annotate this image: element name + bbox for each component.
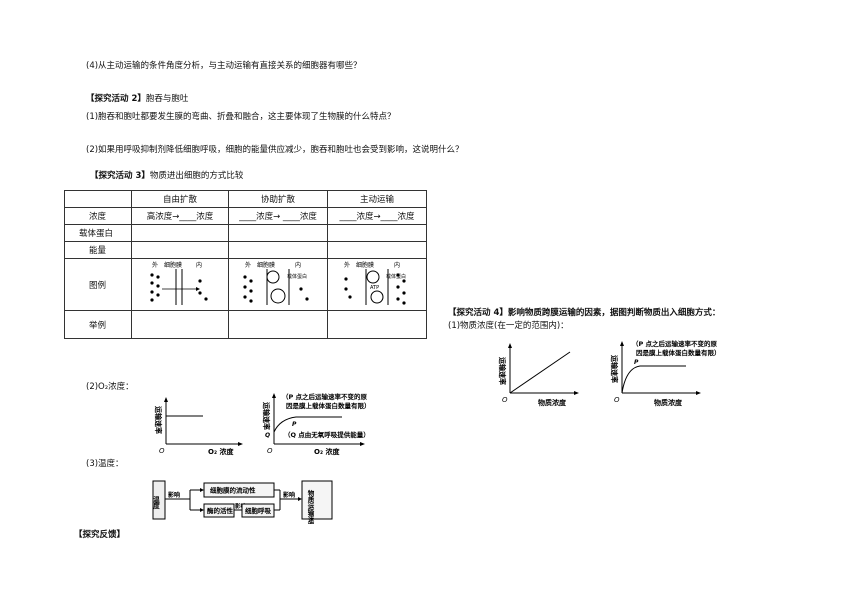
svg-text:外: 外 xyxy=(152,261,158,269)
svg-text:物质运输速率: 物质运输速率 xyxy=(306,489,314,524)
temperature-flow-diagram: 温度 影响 细胞膜的流动性 酶的活性 影响 细胞呼吸 影响 物质运输速率 xyxy=(152,480,333,524)
svg-text:因是膜上载体蛋白数量有限）: 因是膜上载体蛋白数量有限） xyxy=(286,401,371,410)
col-active-transport: 主动运输 xyxy=(327,190,427,208)
svg-text:内: 内 xyxy=(196,261,202,269)
feedback-heading: 【探究反馈】 xyxy=(74,530,126,540)
svg-text:外: 外 xyxy=(245,261,251,269)
svg-text:O₂ 浓度: O₂ 浓度 xyxy=(208,447,234,456)
svg-text:O: O xyxy=(502,396,508,404)
svg-text:O₂ 浓度: O₂ 浓度 xyxy=(314,447,340,456)
svg-text:载体蛋白: 载体蛋白 xyxy=(287,273,307,280)
activity-4-sub2: (2)O₂浓度： xyxy=(86,382,134,392)
svg-text:O: O xyxy=(267,447,273,455)
graph-o2-active: 运输速率 P Q （P 点之后运输速率不变的原 因是膜上载体蛋白数量有限） （Q… xyxy=(262,392,371,456)
svg-text:细胞呼吸: 细胞呼吸 xyxy=(245,506,272,515)
svg-text:Q: Q xyxy=(265,432,270,439)
svg-text:影响: 影响 xyxy=(283,491,295,499)
svg-text:内: 内 xyxy=(295,261,301,269)
diagram-active-transport: 外 细胞膜 内 载体蛋白 ATP xyxy=(327,258,427,311)
svg-text:细胞膜的流动性: 细胞膜的流动性 xyxy=(210,486,256,495)
svg-text:（P 点之后运输速率不变的原: （P 点之后运输速率不变的原 xyxy=(632,339,718,348)
cell-conc-free: 高浓度→____浓度 xyxy=(131,207,229,225)
row-label-concentration: 浓度 xyxy=(64,207,132,225)
svg-text:物质浓度: 物质浓度 xyxy=(654,398,683,407)
col-free-diffusion: 自由扩散 xyxy=(131,190,229,208)
row-label-energy: 能量 xyxy=(64,241,132,259)
activity-2-heading: 【探究活动 2】胞吞与胞吐 xyxy=(86,94,188,105)
svg-text:ATP: ATP xyxy=(370,285,379,291)
svg-text:（P 点之后运输速率不变的原: （P 点之后运输速率不变的原 xyxy=(282,392,368,401)
svg-text:酶的活性: 酶的活性 xyxy=(207,506,234,515)
active-transport-diagram: 外 细胞膜 内 载体蛋白 ATP xyxy=(344,261,406,305)
activity-3-label: 【探究活动 3】 xyxy=(90,171,150,181)
activity-4-label: 【探究活动 4】 xyxy=(448,308,508,318)
graph-o2-free: 运输速率 O O₂ 浓度 xyxy=(154,397,243,456)
table-row: 能量 xyxy=(64,241,427,259)
activity-2-title: 胞吞与胞吐 xyxy=(145,94,189,104)
row-label-example: 举例 xyxy=(64,310,132,339)
comparison-table: 自由扩散 协助扩散 主动运输 浓度 高浓度→____浓度 ____浓度→ ___… xyxy=(64,190,427,339)
question-4: (4)从主动运输的条件角度分析，与主动运输有直接关系的细胞器有哪些？ xyxy=(86,61,362,71)
svg-text:O: O xyxy=(614,396,620,404)
svg-text:细胞膜: 细胞膜 xyxy=(356,261,374,269)
svg-text:影响: 影响 xyxy=(235,502,247,510)
activity-4-title: 影响物质跨膜运输的因素，据图判断物质出入细胞方式： xyxy=(507,308,721,318)
svg-text:O: O xyxy=(159,447,165,455)
cell-conc-active: ____浓度→____浓度 xyxy=(327,207,427,225)
col-facilitated-diffusion: 协助扩散 xyxy=(228,190,328,208)
activity-4-sub1: (1)物质浓度(在一定的范围内)： xyxy=(448,321,569,331)
activity-4-sub3: (3)温度： xyxy=(86,459,124,469)
cell-conc-facilitated: ____浓度→ ____浓度 xyxy=(228,207,328,225)
table-row: 图例 外 细胞膜 内 xyxy=(64,258,427,311)
svg-text:运输速率: 运输速率 xyxy=(498,357,507,385)
svg-text:因是膜上载体蛋白数量有限）: 因是膜上载体蛋白数量有限） xyxy=(636,348,721,357)
table-row: 载体蛋白 xyxy=(64,224,427,242)
facilitated-diffusion-diagram: 外 细胞膜 内 载体蛋白 xyxy=(243,261,309,305)
row-label-diagram: 图例 xyxy=(64,258,132,311)
svg-text:运输速率: 运输速率 xyxy=(262,402,271,430)
activity-4-heading: 【探究活动 4】影响物质跨膜运输的因素，据图判断物质出入细胞方式： xyxy=(448,308,720,319)
activity-2-q2: (2)如果用呼吸抑制剂降低细胞呼吸，细胞的能量供应减少，胞吞和胞吐也会受到影响，… xyxy=(86,145,464,155)
activity-3-title: 物质进出细胞的方式比较 xyxy=(149,171,244,181)
svg-text:（Q 点由无氧呼吸提供能量）: （Q 点由无氧呼吸提供能量） xyxy=(284,430,370,439)
table-row: 举例 xyxy=(64,310,427,339)
svg-text:运输速率: 运输速率 xyxy=(154,406,163,434)
svg-text:P: P xyxy=(292,421,297,428)
table-row: 自由扩散 协助扩散 主动运输 xyxy=(64,190,427,208)
svg-text:影响: 影响 xyxy=(168,491,180,499)
activity-3-heading: 【探究活动 3】物质进出细胞的方式比较 xyxy=(90,171,243,182)
svg-text:细胞膜: 细胞膜 xyxy=(257,261,275,269)
svg-text:外: 外 xyxy=(344,261,350,269)
free-diffusion-diagram: 外 细胞膜 内 xyxy=(150,261,208,305)
svg-text:内: 内 xyxy=(394,261,400,269)
svg-text:物质浓度: 物质浓度 xyxy=(538,398,567,407)
activity-2-q1: (1)胞吞和胞吐都要发生膜的弯曲、折叠和融合，这主要体现了生物膜的什么特点？ xyxy=(86,112,396,122)
graph-free-diffusion: 运输速率 O 物质浓度 xyxy=(498,343,579,407)
svg-text:P: P xyxy=(634,359,639,366)
graph-carrier-limited-conc: 运输速率 P （P 点之后运输速率不变的原 因是膜上载体蛋白数量有限） O 物质… xyxy=(610,339,721,407)
diagram-free-diffusion: 外 细胞膜 内 xyxy=(131,258,229,311)
row-label-carrier: 载体蛋白 xyxy=(64,224,132,242)
activity-2-label: 【探究活动 2】 xyxy=(86,94,146,104)
svg-text:载体蛋白: 载体蛋白 xyxy=(386,273,406,280)
svg-text:细胞膜: 细胞膜 xyxy=(164,261,182,269)
svg-text:温度: 温度 xyxy=(152,495,160,511)
svg-text:运输速率: 运输速率 xyxy=(610,355,619,383)
table-row: 浓度 高浓度→____浓度 ____浓度→ ____浓度 ____浓度→____… xyxy=(64,207,427,225)
diagram-facilitated-diffusion: 外 细胞膜 内 载体蛋白 xyxy=(228,258,328,311)
